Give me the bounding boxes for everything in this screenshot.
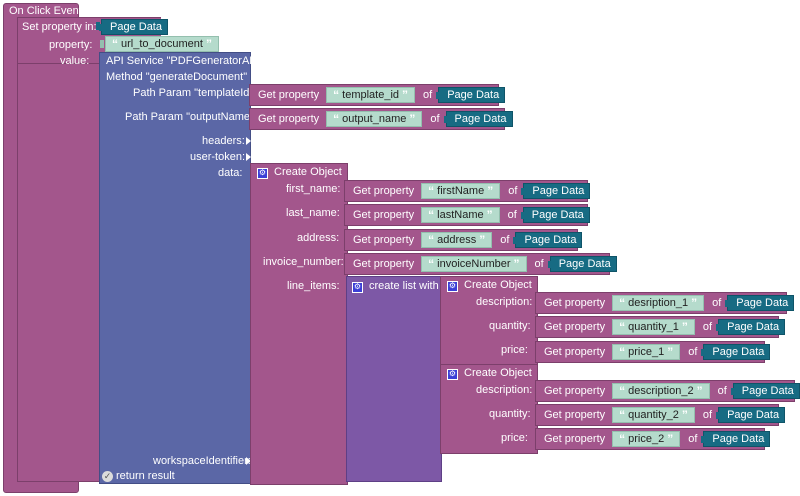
address-key: address:	[297, 232, 340, 244]
page-data-chip: Page Data	[701, 431, 771, 447]
page-data-chip: Page Data	[521, 183, 591, 199]
create-list-block[interactable]	[346, 276, 442, 482]
property-string[interactable]: “url_to_document”	[100, 36, 219, 52]
gear-icon[interactable]: ⚙	[257, 167, 268, 179]
api-service-block[interactable]	[99, 52, 251, 484]
create-object-item-1-header: ⚙Create Object	[447, 279, 532, 292]
api-service-label: API Service "PDFGeneratorAPI"	[106, 55, 264, 67]
gear-icon[interactable]: ⚙	[447, 280, 458, 292]
property-label: property:	[49, 39, 93, 51]
item-2-description-key: description:	[476, 384, 533, 396]
item-1-price-key: price:	[501, 344, 528, 356]
get-property-first-name[interactable]: Get property “firstName” of Page Data	[344, 180, 591, 202]
return-result-option[interactable]: ✓return result	[102, 470, 175, 482]
get-property-description-2[interactable]: Get property “description_2” of Page Dat…	[535, 380, 800, 402]
user-token-socket[interactable]	[246, 153, 251, 161]
set-property-block[interactable]	[17, 17, 101, 482]
item-2-quantity-key: quantity:	[489, 408, 531, 420]
get-property-description-1[interactable]: Get property “desription_1” of Page Data	[535, 292, 795, 314]
set-property-label: Set property in:	[22, 21, 97, 33]
first-name-key: first_name:	[286, 183, 341, 195]
headers-label: headers:	[202, 135, 245, 147]
create-object-header: ⚙Create Object	[257, 166, 342, 179]
page-data-chip: Page Data	[513, 232, 583, 248]
checkmark-icon: ✓	[102, 471, 113, 482]
event-title: On Click Event	[9, 5, 82, 17]
page-data-chip: Page Data	[730, 383, 800, 399]
get-property-price-2[interactable]: Get property “price_2” of Page Data	[535, 428, 771, 450]
workspace-socket[interactable]	[246, 457, 251, 465]
page-data-chip: Page Data	[520, 207, 590, 223]
get-property-invoice-number[interactable]: Get property “invoiceNumber” of Page Dat…	[344, 253, 617, 275]
get-property-template-id[interactable]: Get property “template_id” of Page Data	[249, 84, 506, 106]
user-token-label: user-token:	[190, 151, 246, 163]
page-data-chip: Page Data	[725, 295, 795, 311]
page-data-chip: Page Data	[701, 344, 771, 360]
path-param-output-label: Path Param "outputName":	[125, 111, 257, 123]
page-data-chip: Page Data	[716, 407, 786, 423]
get-property-quantity-1[interactable]: Get property “quantity_1” of Page Data	[535, 316, 786, 338]
get-property-quantity-2[interactable]: Get property “quantity_2” of Page Data	[535, 404, 786, 426]
get-property-last-name[interactable]: Get property “lastName” of Page Data	[344, 204, 590, 226]
path-param-template-label: Path Param "templateId":	[133, 87, 257, 99]
line-items-key: line_items:	[287, 280, 340, 292]
api-method-label: Method "generateDocument"	[106, 71, 248, 83]
value-label: value:	[60, 55, 90, 67]
gear-icon[interactable]: ⚙	[447, 368, 458, 380]
get-property-address[interactable]: Get property “address” of Page Data	[344, 229, 583, 251]
property-value: url_to_document	[121, 38, 203, 50]
page-data-chip: Page Data	[547, 256, 617, 272]
gear-icon[interactable]: ⚙	[352, 281, 363, 293]
headers-socket[interactable]	[246, 137, 251, 145]
item-1-quantity-key: quantity:	[489, 320, 531, 332]
last-name-key: last_name:	[286, 207, 340, 219]
page-data-chip: Page Data	[443, 111, 513, 127]
create-list-header: ⚙create list with	[352, 280, 439, 293]
create-object-item-2-header: ⚙Create Object	[447, 367, 532, 380]
page-data-chip: Page Data	[99, 19, 168, 35]
item-1-description-key: description:	[476, 296, 533, 308]
return-result-label: return result	[116, 470, 175, 482]
page-data-chip: Page Data	[436, 87, 506, 103]
invoice-number-key: invoice_number:	[263, 256, 344, 268]
page-data-target[interactable]: Page Data	[96, 19, 168, 35]
get-property-output-name[interactable]: Get property “output_name” of Page Data	[249, 108, 513, 130]
page-data-chip: Page Data	[716, 319, 786, 335]
item-2-price-key: price:	[501, 432, 528, 444]
workspace-identifier-label: workspaceIdentifier:	[153, 455, 251, 467]
data-label: data:	[218, 167, 243, 179]
get-property-price-1[interactable]: Get property “price_1” of Page Data	[535, 341, 771, 363]
